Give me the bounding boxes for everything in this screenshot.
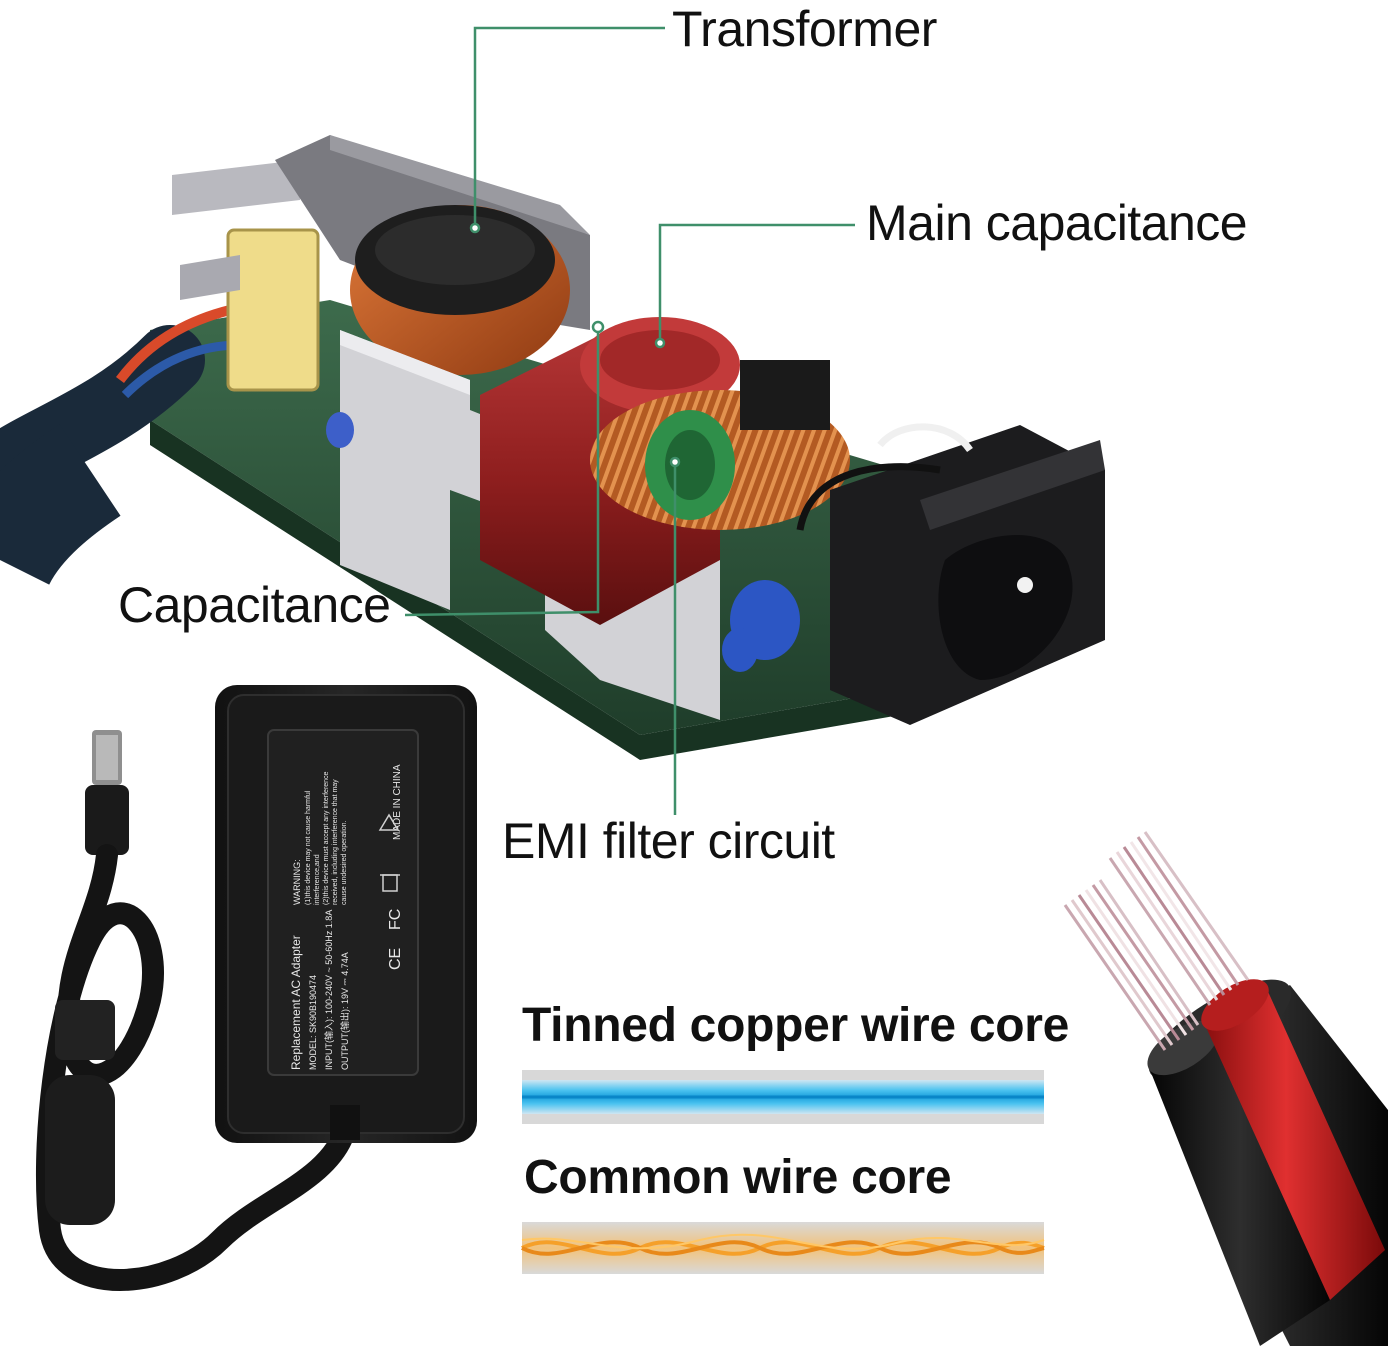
label-common-wire-core: Common wire core — [524, 1151, 952, 1204]
adapter-output: OUTPUT(输出): 19V ⎓ 4.74A — [339, 952, 350, 1070]
tinned-wire-bar — [522, 1070, 1044, 1124]
black-conductor-sheath — [1150, 1025, 1330, 1346]
adapter-fc-mark: FC — [387, 909, 404, 930]
adapter-input: INPUT(输入): 100-240V ~ 50-60Hz 1.8A — [323, 910, 334, 1070]
common-wire-bar — [521, 1222, 1045, 1274]
adapter-title: Replacement AC Adapter — [289, 935, 303, 1070]
label-transformer: Transformer — [672, 1, 937, 57]
adapter-model: MODEL: SK90B190474 — [308, 975, 318, 1070]
ac-adapter: Replacement AC Adapter MODEL: SK90B19047… — [35, 685, 477, 1291]
exposed-strands-right — [1108, 831, 1250, 1006]
adapter-warning-3: (2)this device must accept any interfere… — [323, 771, 330, 905]
yellow-inductor — [226, 228, 320, 392]
adapter-made-in: MADE IN CHINA — [392, 764, 403, 840]
recycle-bin-icon — [380, 874, 400, 892]
adapter-warning-title: WARNING: — [292, 859, 302, 905]
label-main-capacitance: Main capacitance — [866, 195, 1248, 251]
leader-lines — [404, 26, 855, 815]
adapter-warning-1: (1)this device may not cause harmful — [305, 790, 312, 905]
pcb-assembly — [0, 135, 1105, 760]
leader-main-capacitance — [658, 223, 855, 340]
ferrite-bead — [45, 1075, 115, 1225]
adapter-label-text: Replacement AC Adapter MODEL: SK90B19047… — [289, 764, 404, 1070]
leader-capacitance — [404, 330, 600, 617]
adapter-warning-2: interference,and — [314, 854, 321, 905]
adapter-warning-5: cause undesired operation. — [341, 820, 348, 905]
label-emi-filter-circuit: EMI filter circuit — [502, 813, 835, 869]
adapter-label-plate — [267, 729, 419, 1076]
warning-triangle-icon — [378, 813, 400, 831]
label-capacitance: Capacitance — [118, 577, 391, 633]
label-tinned-copper-wire-core: Tinned copper wire core — [522, 999, 1070, 1052]
adapter-warning-4: received, including interference that ma… — [332, 779, 339, 905]
leader-transformer — [473, 26, 665, 225]
heatsink-panel — [340, 330, 720, 720]
exposed-strands-left — [1063, 879, 1200, 1051]
cut-cable — [1063, 831, 1388, 1346]
red-conductor-sheath — [1205, 985, 1385, 1300]
adapter-ce-mark: CE — [387, 948, 404, 970]
